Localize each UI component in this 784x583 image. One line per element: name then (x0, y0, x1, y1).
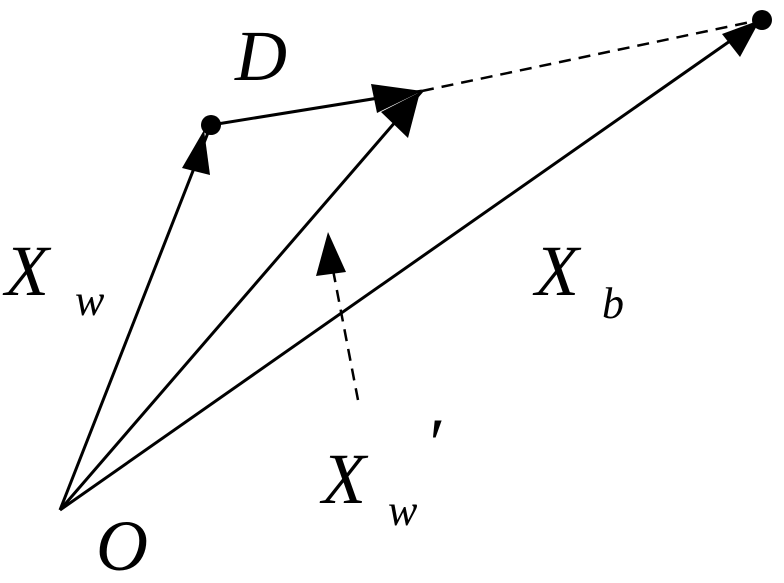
point-xb-end (752, 10, 772, 30)
label-xw-subscript: w (75, 276, 105, 325)
label-xw-prime: X (319, 439, 369, 519)
point-xw-end (201, 115, 221, 135)
vector-d-arrowhead (371, 84, 422, 113)
vector-xw-prime-arrowhead (381, 92, 420, 138)
label-xb-subscript: b (602, 279, 624, 328)
label-xb: X (532, 231, 582, 311)
dashed-connector (421, 18, 761, 93)
label-xw-prime-mark: ′ (425, 404, 442, 484)
label-d: D (234, 16, 287, 96)
vector-xb (59, 18, 761, 512)
vector-xw (58, 124, 213, 511)
label-o: O (96, 506, 148, 583)
vector-xb-arrowhead (722, 20, 760, 57)
dashed-pointer (331, 269, 360, 401)
label-xw: X (2, 231, 52, 311)
vector-xw-prime (58, 90, 424, 511)
vector-xw-arrowhead (182, 130, 210, 175)
label-xw-prime-subscript: w (388, 486, 418, 535)
dashed-pointer-arrowhead (316, 232, 346, 276)
